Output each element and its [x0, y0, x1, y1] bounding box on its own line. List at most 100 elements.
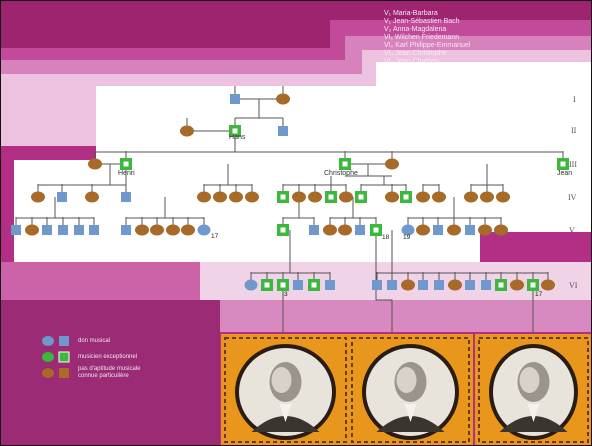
family-member-square-icon — [433, 225, 443, 235]
family-member-square-icon — [481, 280, 491, 290]
exceptional-marker-icon — [560, 161, 566, 167]
family-member-circle-icon — [432, 191, 446, 203]
family-member-circle-icon — [292, 191, 306, 203]
family-member-circle-icon — [308, 191, 322, 203]
portrait-johann-sebastian — [348, 334, 473, 446]
portrait-johann-christian — [475, 334, 592, 446]
legend-pas-square-icon — [59, 368, 69, 378]
family-member-circle-icon — [150, 224, 164, 236]
family-member-circle-icon — [447, 224, 461, 236]
family-member-circle-icon — [323, 224, 337, 236]
legend-exceptionnel-square-icon — [58, 351, 70, 363]
exceptional-marker-icon — [328, 194, 334, 200]
portrait-carl-philipp-emanuel — [221, 334, 350, 446]
family-member-square-icon — [11, 225, 21, 235]
family-member-circle-icon — [135, 224, 149, 236]
family-member-square-icon — [74, 225, 84, 235]
family-member-square-icon — [465, 225, 475, 235]
family-member-square-icon — [42, 225, 52, 235]
legend-don-square-icon — [59, 336, 69, 346]
family-member-circle-icon — [244, 279, 258, 291]
note-line: VI₃ Jean Christophe — [384, 50, 447, 57]
family-member-circle-icon — [494, 224, 508, 236]
family-member-square-icon — [89, 225, 99, 235]
portraits — [221, 334, 592, 446]
family-member-square-icon — [309, 225, 319, 235]
family-member-circle-icon — [401, 279, 415, 291]
legend-label-don: don musical — [78, 338, 111, 344]
legend-exceptionnel-circle-icon — [42, 352, 54, 362]
family-member-circle-icon — [229, 191, 243, 203]
family-member-square-icon — [293, 280, 303, 290]
family-member-circle-icon — [385, 158, 399, 170]
family-member-circle-icon — [197, 224, 211, 236]
family-member-circle-icon — [416, 224, 430, 236]
note-line: VI₄ Jean Chrétien — [384, 58, 439, 65]
number-18: 18 — [382, 234, 390, 241]
family-member-circle-icon — [245, 191, 259, 203]
generation-label-5: V — [569, 226, 575, 235]
note-line: V₁ Jean-Sébastien Bach — [384, 18, 460, 25]
note-line: VI₂ Karl Philippe-Emmanuel — [384, 42, 471, 49]
name-jean: Jean — [557, 170, 573, 177]
generation-label-1: I — [573, 95, 576, 104]
family-member-circle-icon — [338, 224, 352, 236]
tree-nodes — [11, 93, 569, 291]
exceptional-marker-icon — [311, 282, 317, 288]
family-member-circle-icon — [401, 224, 415, 236]
family-member-square-icon — [372, 280, 382, 290]
exceptional-marker-icon — [280, 227, 286, 233]
family-member-circle-icon — [339, 191, 353, 203]
family-member-circle-icon — [416, 191, 430, 203]
exceptional-marker-icon — [530, 282, 536, 288]
legend-pas-circle-icon — [42, 368, 54, 378]
exceptional-marker-icon — [280, 194, 286, 200]
legend-label-pas-line1: pas d'aptitude musicale — [78, 366, 141, 372]
legend-label-exceptionnel: musicien exceptionnel — [78, 354, 138, 360]
family-member-circle-icon — [464, 191, 478, 203]
family-member-square-icon — [434, 280, 444, 290]
family-member-circle-icon — [197, 191, 211, 203]
exceptional-marker-icon — [358, 194, 364, 200]
family-member-square-icon — [355, 225, 365, 235]
legend-don-circle-icon — [42, 336, 54, 346]
generation-label-4: IV — [568, 193, 577, 202]
family-member-circle-icon — [31, 191, 45, 203]
family-member-circle-icon — [480, 191, 494, 203]
exceptional-marker-icon — [403, 194, 409, 200]
legend — [42, 336, 70, 378]
generation-label-3: III — [569, 160, 577, 169]
generation-label-2: II — [571, 126, 577, 135]
family-member-square-icon — [387, 280, 397, 290]
tree-lines — [15, 86, 564, 336]
family-member-circle-icon — [213, 191, 227, 203]
family-member-circle-icon — [478, 224, 492, 236]
exceptional-marker-icon — [280, 282, 286, 288]
exceptional-marker-icon — [373, 227, 379, 233]
family-member-circle-icon — [510, 279, 524, 291]
exceptional-marker-icon — [498, 282, 504, 288]
note-line: V₁ Maria-Barbara — [384, 10, 438, 17]
family-member-circle-icon — [181, 224, 195, 236]
number-19: 19 — [403, 234, 411, 241]
family-member-circle-icon — [25, 224, 39, 236]
family-member-circle-icon — [496, 191, 510, 203]
composer-notes: V₁ Maria-Barbara V₁ Jean-Sébastien Bach … — [384, 10, 470, 66]
family-member-square-icon — [58, 225, 68, 235]
family-member-circle-icon — [541, 279, 555, 291]
exceptional-marker-icon — [123, 161, 129, 167]
generation-label-6: VI — [569, 281, 578, 290]
number-17-gen-vi: 17 — [535, 291, 543, 298]
exceptional-marker-icon — [232, 128, 238, 134]
family-member-square-icon — [57, 192, 67, 202]
family-member-circle-icon — [85, 191, 99, 203]
family-member-circle-icon — [448, 279, 462, 291]
name-christophe: Christophe — [324, 170, 358, 177]
family-member-square-icon — [325, 280, 335, 290]
family-member-square-icon — [418, 280, 428, 290]
name-hans: Hans — [229, 134, 246, 141]
family-member-circle-icon — [166, 224, 180, 236]
name-henri: Henri — [118, 170, 135, 177]
number-17-gen-v: 17 — [211, 233, 219, 240]
